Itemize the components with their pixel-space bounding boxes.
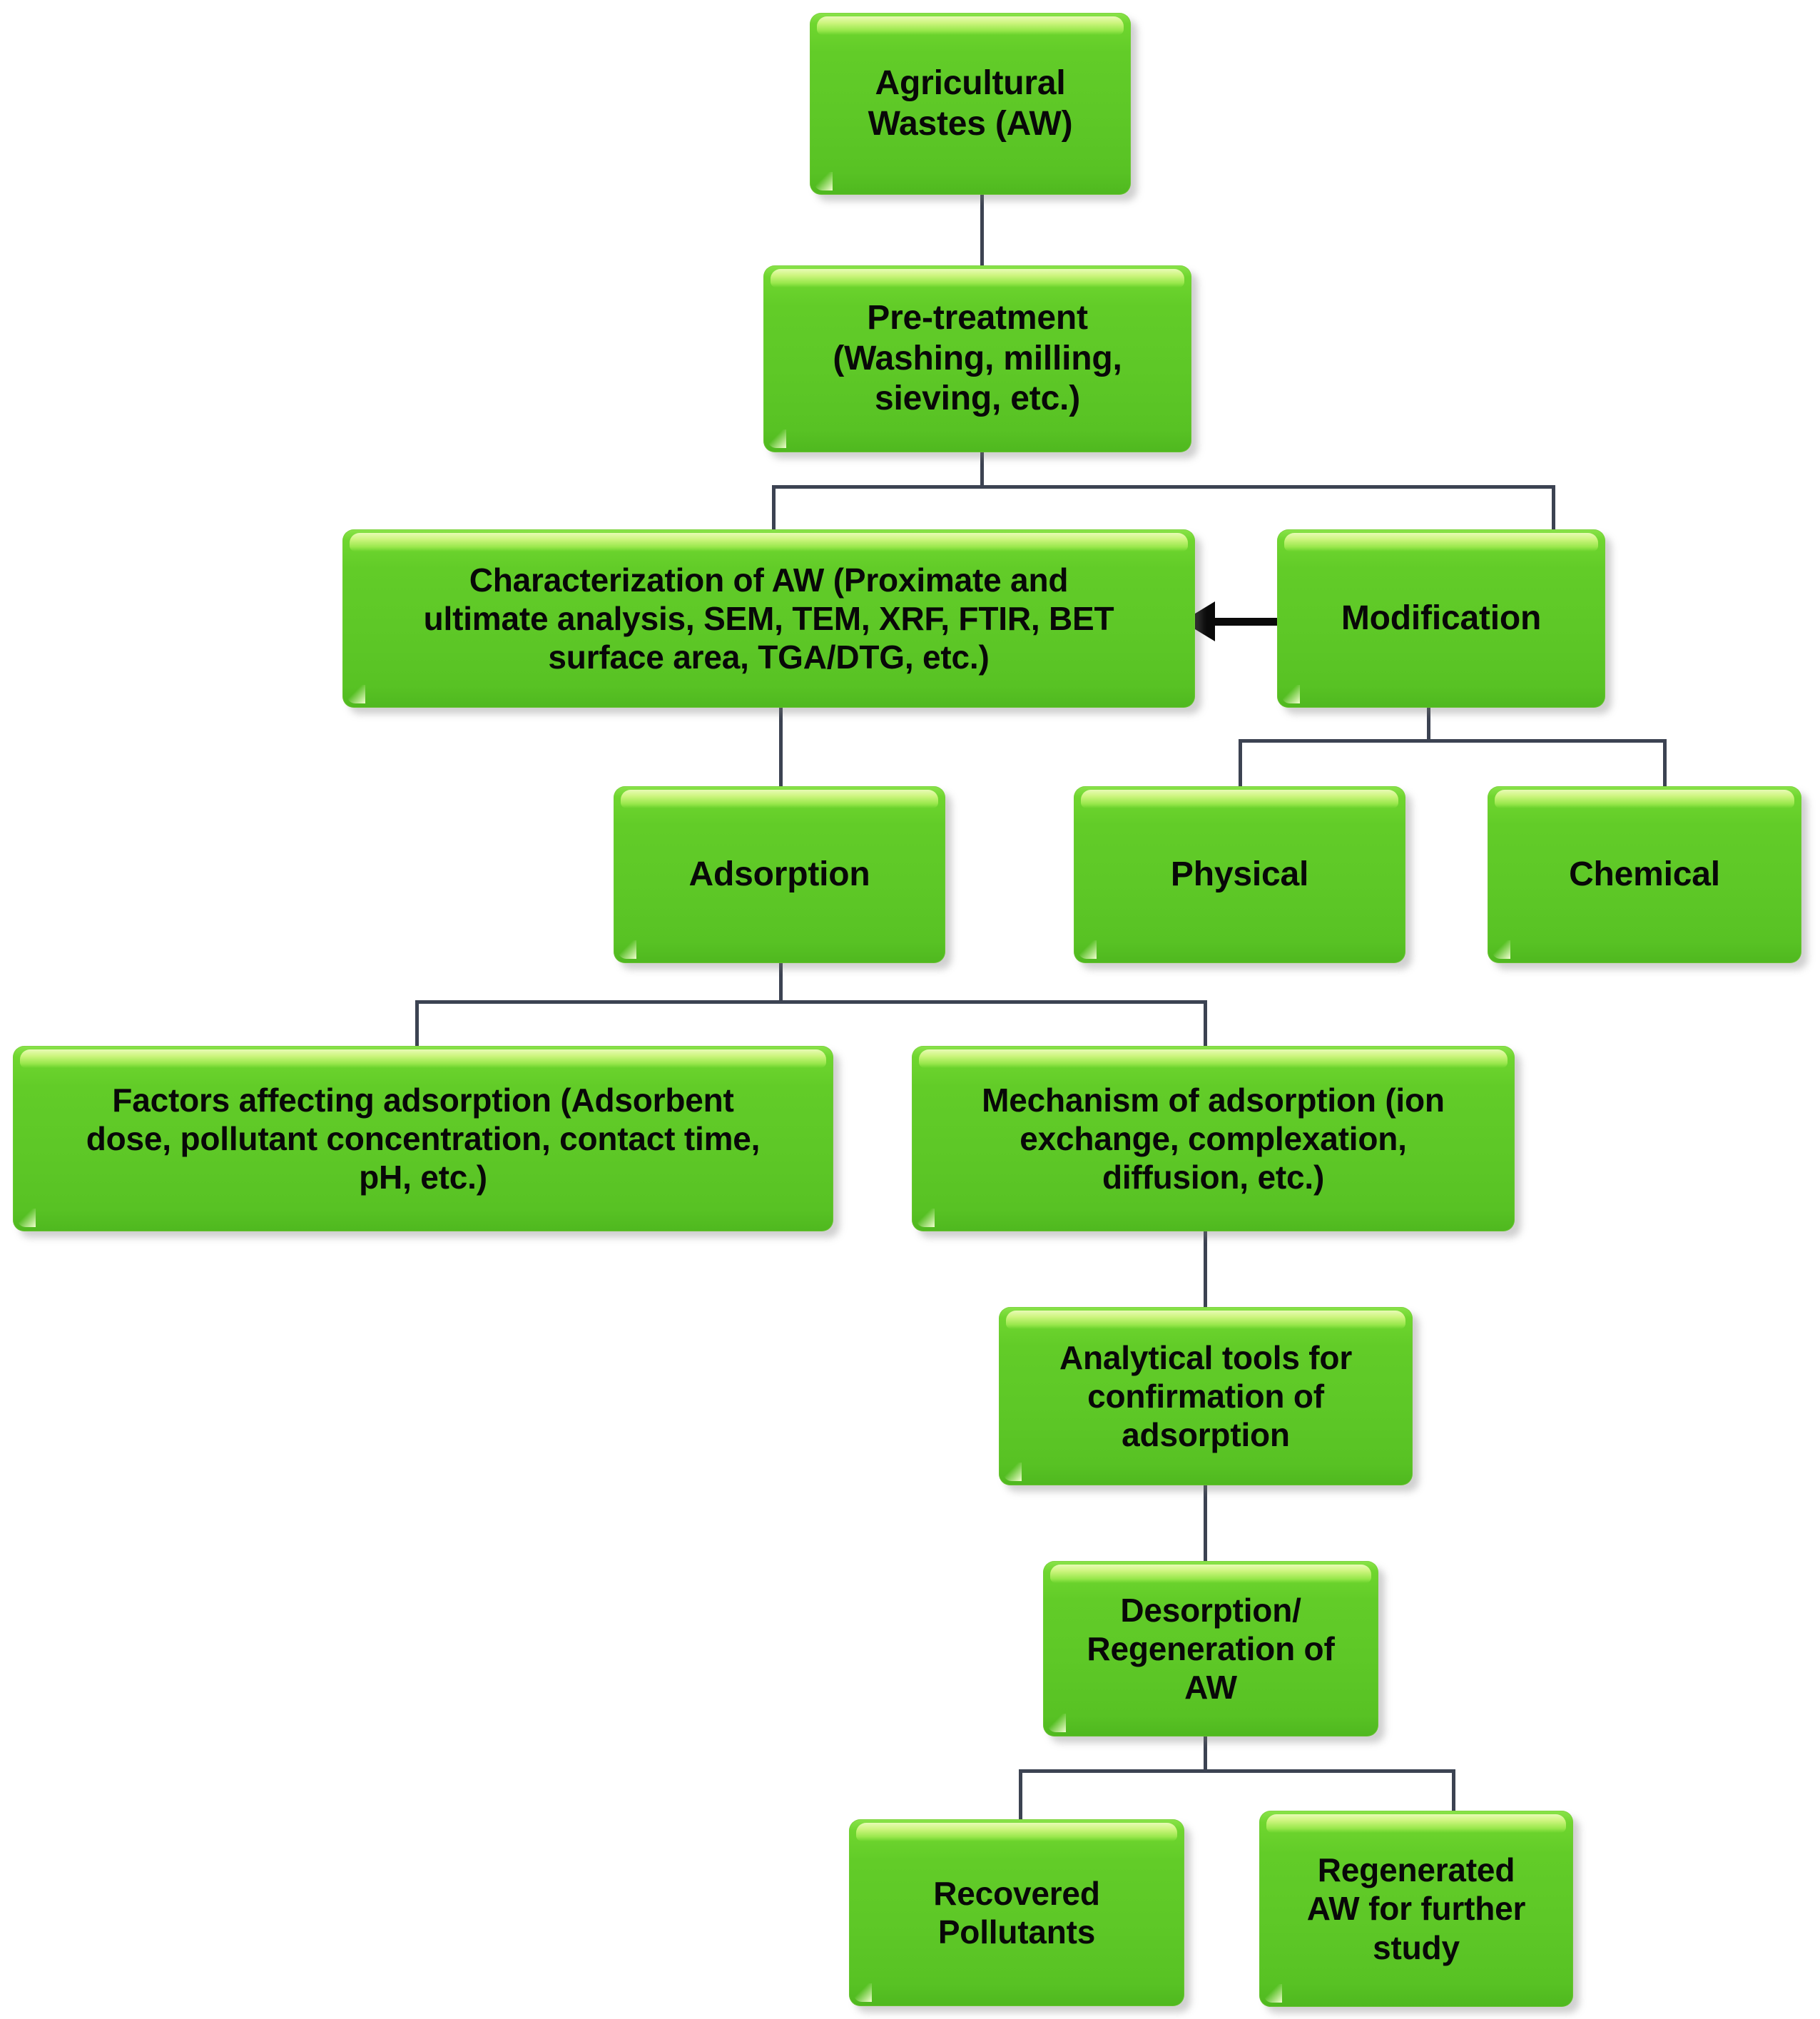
node-regenerated-aw[interactable]: Regenerated AW for further study: [1259, 1811, 1573, 2007]
edge-adsorption-bus: [415, 1000, 1207, 1004]
node-agricultural-wastes[interactable]: Agricultural Wastes (AW): [810, 13, 1131, 195]
edge-bus-to-mechanism: [1204, 1000, 1207, 1047]
node-recovered-pollutants[interactable]: Recovered Pollutants: [849, 1819, 1184, 2006]
node-mechanism-of-adsorption[interactable]: Mechanism of adsorption (ion exchange, c…: [912, 1046, 1515, 1231]
node-label: Analytical tools for confirmation of ads…: [1059, 1338, 1353, 1454]
edge-bus-to-factors: [415, 1000, 419, 1047]
node-label: Recovered Pollutants: [933, 1874, 1100, 1951]
edge-bus-to-recovered-pollutants: [1019, 1769, 1022, 1821]
edge-bus-to-chemical: [1663, 739, 1667, 788]
node-physical[interactable]: Physical: [1074, 786, 1405, 963]
node-label: Adsorption: [688, 855, 870, 893]
edge-modification-bus: [1239, 739, 1667, 743]
node-factors-affecting-adsorption[interactable]: Factors affecting adsorption (Adsorbent …: [13, 1046, 833, 1231]
node-label: Desorption/ Regeneration of AW: [1087, 1591, 1335, 1707]
node-chemical[interactable]: Chemical: [1488, 786, 1801, 963]
node-characterization[interactable]: Characterization of AW (Proximate and ul…: [342, 529, 1195, 708]
node-pre-treatment[interactable]: Pre-treatment (Washing, milling, sieving…: [763, 265, 1191, 452]
node-label: Chemical: [1569, 855, 1720, 893]
edge-characterization-to-adsorption: [779, 706, 783, 786]
node-label: Factors affecting adsorption (Adsorbent …: [86, 1081, 761, 1196]
node-label: Physical: [1170, 855, 1309, 893]
edge-modification-stem: [1427, 706, 1430, 742]
edge-bus-to-regenerated-aw: [1452, 1769, 1455, 1821]
edge-modification-to-characterization-shaft: [1215, 618, 1326, 626]
edge-agricultural-wastes-to-pre-treatment: [980, 194, 984, 265]
edge-bus-to-characterization: [772, 485, 776, 531]
node-adsorption[interactable]: Adsorption: [614, 786, 945, 963]
node-label: Agricultural Wastes (AW): [868, 63, 1073, 143]
node-label: Pre-treatment (Washing, milling, sieving…: [833, 299, 1122, 418]
node-modification[interactable]: Modification: [1277, 529, 1605, 708]
edge-pre-treatment-bus: [772, 485, 1555, 489]
node-label: Modification: [1341, 599, 1542, 637]
edge-desorption-bus: [1019, 1769, 1455, 1773]
node-label: Regenerated AW for further study: [1306, 1851, 1526, 1966]
node-desorption-regeneration[interactable]: Desorption/ Regeneration of AW: [1043, 1561, 1378, 1736]
edge-analytical-tools-to-desorption: [1204, 1484, 1207, 1562]
edge-pre-treatment-stem: [980, 451, 984, 488]
edge-bus-to-modification: [1552, 485, 1555, 531]
edge-mechanism-to-analytical-tools: [1204, 1226, 1207, 1308]
edge-desorption-stem: [1204, 1735, 1207, 1772]
node-label: Characterization of AW (Proximate and ul…: [423, 561, 1114, 676]
edge-bus-to-physical: [1239, 739, 1242, 788]
node-analytical-tools[interactable]: Analytical tools for confirmation of ads…: [999, 1307, 1413, 1485]
edge-adsorption-stem: [779, 962, 783, 1003]
node-label: Mechanism of adsorption (ion exchange, c…: [982, 1081, 1445, 1196]
